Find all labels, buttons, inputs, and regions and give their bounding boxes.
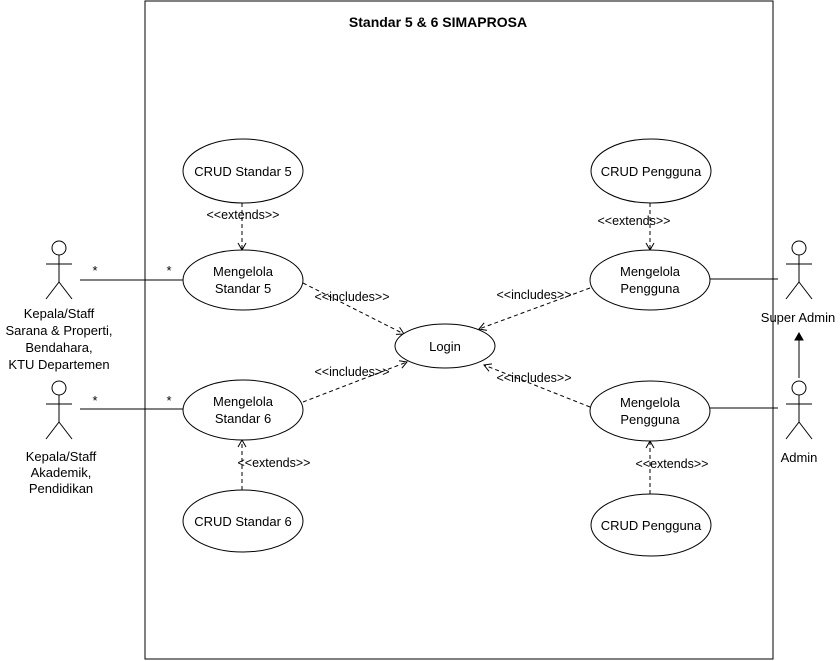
usecase-crud-standar5: CRUD Standar 5 (182, 138, 304, 204)
extends-label-pengguna-bottom: <<extends>> (636, 457, 709, 471)
multiplicity-sarana-usecase: * (166, 263, 171, 278)
usecase-mengelola-pengguna-top: Mengelola Pengguna (589, 249, 711, 311)
system-title: Standar 5 & 6 SIMAPROSA (349, 14, 527, 30)
actor-akademik-label-line1: Kepala/Staff (26, 449, 97, 464)
multiplicity-akademik-actor: * (92, 393, 97, 408)
usecase-mengelola-standar6-line2: Standar 6 (215, 411, 271, 426)
usecase-crud-standar6-label: CRUD Standar 6 (194, 514, 292, 529)
includes-label-pengguna-top: <<includes>> (496, 288, 571, 302)
usecase-mengelola-standar5: Mengelola Standar 5 (182, 249, 304, 311)
usecase-crud-pengguna-top-label: CRUD Pengguna (601, 164, 702, 179)
multiplicity-sarana-actor: * (92, 263, 97, 278)
usecase-crud-standar6: CRUD Standar 6 (182, 489, 304, 553)
extends-label-standar6: <<extends>> (238, 456, 311, 470)
extends-label-pengguna-top: <<extends>> (598, 214, 671, 228)
includes-arrow-standar5 (302, 282, 405, 335)
usecase-mengelola-standar5-line2: Standar 5 (215, 281, 271, 296)
includes-label-standar5: <<includes>> (314, 290, 389, 304)
includes-arrow-pengguna-top (478, 287, 591, 331)
actor-akademik (45, 380, 73, 440)
multiplicity-akademik-usecase: * (166, 393, 171, 408)
usecase-crud-pengguna-top: CRUD Pengguna (590, 138, 712, 204)
actor-admin (785, 380, 813, 440)
actor-sarana-label-line4: KTU Departemen (8, 357, 109, 372)
actor-akademik-label-line3: Pendidikan (29, 481, 93, 496)
actor-super-admin (785, 240, 813, 300)
includes-label-pengguna-bottom: <<includes>> (496, 371, 571, 385)
actor-sarana (45, 240, 73, 300)
usecase-crud-pengguna-bottom-label: CRUD Pengguna (601, 518, 702, 533)
actor-sarana-label-line1: Kepala/Staff (24, 306, 95, 321)
usecase-login-label: Login (429, 339, 461, 354)
usecase-mengelola-pengguna-top-line2: Pengguna (620, 281, 680, 296)
extends-label-standar5: <<extends>> (207, 208, 280, 222)
includes-arrow-pengguna-bottom (483, 363, 591, 408)
actor-super-admin-label: Super Admin (761, 310, 835, 325)
usecase-crud-standar5-label: CRUD Standar 5 (194, 164, 292, 179)
actor-admin-label: Admin (781, 450, 818, 465)
usecase-login: Login (394, 323, 496, 369)
usecase-mengelola-pengguna-bottom-line1: Mengelola (620, 395, 681, 410)
actor-sarana-label-line3: Bendahara, (25, 340, 92, 355)
includes-arrow-standar6 (302, 360, 408, 403)
actor-akademik-label-line2: Akademik, (31, 465, 92, 480)
usecase-mengelola-pengguna-bottom: Mengelola Pengguna (589, 380, 711, 442)
includes-label-standar6: <<includes>> (314, 365, 389, 379)
usecase-mengelola-standar5-line1: Mengelola (213, 264, 274, 279)
usecase-crud-pengguna-bottom: CRUD Pengguna (590, 493, 712, 557)
usecase-mengelola-pengguna-bottom-line2: Pengguna (620, 412, 680, 427)
usecase-mengelola-standar6: Mengelola Standar 6 (182, 379, 304, 441)
usecase-mengelola-standar6-line1: Mengelola (213, 394, 274, 409)
actor-sarana-label-line2: Sarana & Properti, (6, 323, 113, 338)
usecase-mengelola-pengguna-top-line1: Mengelola (620, 264, 681, 279)
